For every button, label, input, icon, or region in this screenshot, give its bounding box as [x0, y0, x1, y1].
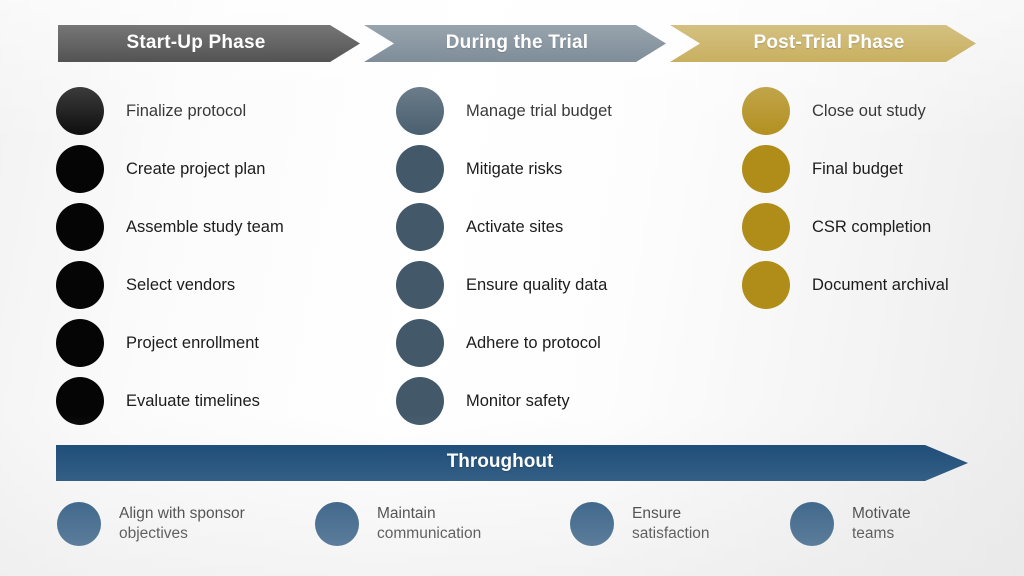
bullet-icon — [56, 261, 104, 309]
task-item[interactable]: Select vendors — [56, 256, 386, 314]
task-label: Evaluate timelines — [126, 391, 260, 410]
throughout-banner[interactable]: Throughout — [56, 445, 968, 481]
throughout-item[interactable]: Motivate teams — [790, 502, 911, 546]
task-label: Create project plan — [126, 159, 266, 178]
bullet-icon — [790, 502, 834, 546]
task-item[interactable]: Monitor safety — [396, 372, 736, 430]
task-label: Close out study — [812, 101, 926, 120]
bullet-icon — [56, 203, 104, 251]
throughout-banner-label: Throughout — [446, 451, 554, 472]
task-label: Project enrollment — [126, 333, 259, 352]
task-label: Mitigate risks — [466, 159, 563, 178]
throughout-item-row: Align with sponsor objectives Maintain c… — [0, 502, 1024, 566]
phase-header-start-up-label: Start-Up Phase — [126, 31, 266, 53]
throughout-item-label: Ensure satisfaction — [632, 505, 710, 542]
task-item[interactable]: Ensure quality data — [396, 256, 736, 314]
bullet-icon — [56, 145, 104, 193]
task-item[interactable]: Adhere to protocol — [396, 314, 736, 372]
task-label: Ensure quality data — [466, 275, 608, 294]
task-label: Assemble study team — [126, 217, 284, 236]
bullet-icon — [56, 319, 104, 367]
bullet-icon — [742, 145, 790, 193]
task-item[interactable]: Assemble study team — [56, 198, 386, 256]
bullet-icon — [56, 87, 104, 135]
task-item[interactable]: Document archival — [742, 256, 1024, 314]
throughout-item-label: Motivate teams — [852, 505, 911, 542]
phase-header-during-trial-label: During the Trial — [445, 31, 589, 53]
throughout-item-label: Align with sponsor objectives — [119, 505, 245, 542]
bullet-icon — [742, 203, 790, 251]
task-item[interactable]: Create project plan — [56, 140, 386, 198]
phase-header-during-trial[interactable]: During the Trial — [364, 25, 666, 62]
task-label: Select vendors — [126, 275, 236, 294]
bullet-icon — [57, 502, 101, 546]
bullet-icon — [56, 377, 104, 425]
task-item[interactable]: Close out study — [742, 82, 1024, 140]
phase-header-post-trial-label: Post-Trial Phase — [753, 31, 905, 53]
task-item[interactable]: Manage trial budget — [396, 82, 736, 140]
task-label: Monitor safety — [466, 391, 570, 410]
phase-header-post-trial[interactable]: Post-Trial Phase — [670, 25, 976, 62]
phase-task-columns: Finalize protocol Create project plan As… — [0, 82, 1024, 432]
task-item[interactable]: Evaluate timelines — [56, 372, 386, 430]
bullet-icon — [396, 87, 444, 135]
task-item[interactable]: Project enrollment — [56, 314, 386, 372]
throughout-item[interactable]: Ensure satisfaction — [570, 502, 710, 546]
task-item[interactable]: Final budget — [742, 140, 1024, 198]
throughout-item[interactable]: Align with sponsor objectives — [57, 502, 245, 546]
throughout-item[interactable]: Maintain communication — [315, 502, 481, 546]
task-item[interactable]: Mitigate risks — [396, 140, 736, 198]
task-label: Adhere to protocol — [466, 333, 601, 352]
task-label: Document archival — [812, 275, 949, 294]
bullet-icon — [742, 87, 790, 135]
task-label: CSR completion — [812, 217, 932, 236]
task-label: Final budget — [812, 159, 903, 178]
task-label: Finalize protocol — [126, 101, 247, 120]
task-item[interactable]: CSR completion — [742, 198, 1024, 256]
task-label: Manage trial budget — [466, 101, 612, 120]
task-item[interactable]: Activate sites — [396, 198, 736, 256]
bullet-icon — [570, 502, 614, 546]
bullet-icon — [396, 377, 444, 425]
bullet-icon — [396, 203, 444, 251]
bullet-icon — [315, 502, 359, 546]
bullet-icon — [396, 145, 444, 193]
task-column-start-up: Finalize protocol Create project plan As… — [56, 82, 386, 430]
task-label: Activate sites — [466, 217, 564, 236]
task-item[interactable]: Finalize protocol — [56, 82, 386, 140]
bullet-icon — [396, 261, 444, 309]
task-column-post-trial: Close out study Final budget CSR complet… — [742, 82, 1024, 314]
throughout-item-label: Maintain communication — [377, 505, 482, 542]
bullet-icon — [742, 261, 790, 309]
phase-header-start-up[interactable]: Start-Up Phase — [58, 25, 360, 62]
task-column-during-trial: Manage trial budget Mitigate risks Activ… — [396, 82, 736, 430]
bullet-icon — [396, 319, 444, 367]
phase-header-row: Start-Up Phase During the Trial Post-Tri… — [58, 25, 976, 62]
